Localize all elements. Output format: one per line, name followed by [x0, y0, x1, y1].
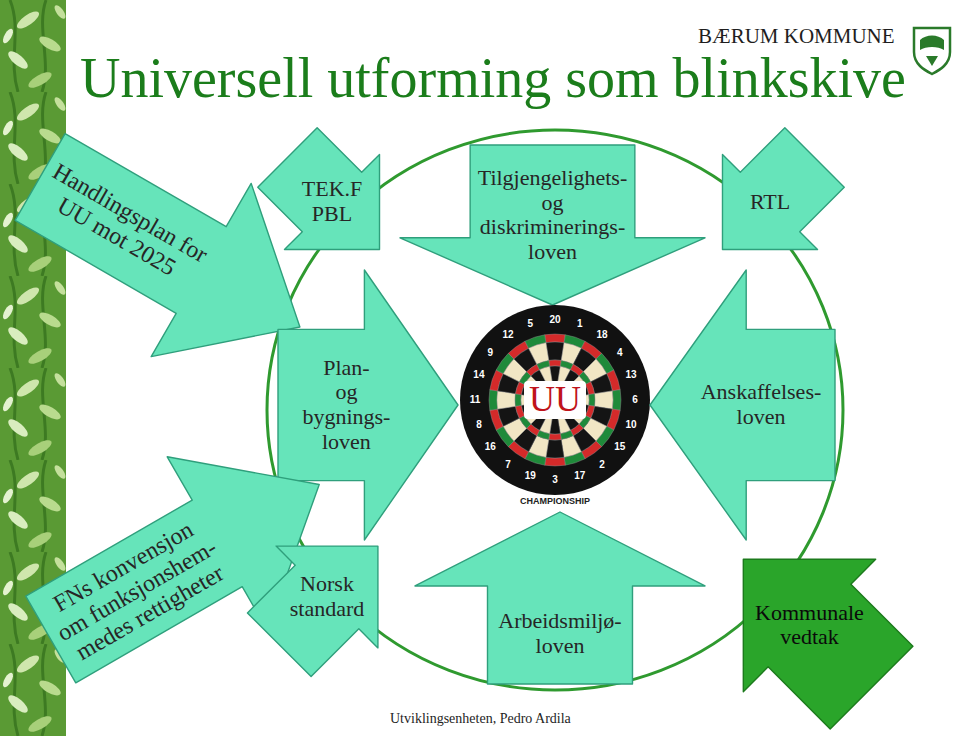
- dart-number: 7: [505, 460, 511, 470]
- dart-number: 8: [476, 420, 482, 430]
- arrow-text: Plan- og bygnings- loven: [282, 356, 412, 455]
- arrow-text: Arbeidsmiljø- loven: [490, 609, 629, 658]
- double-ring: [545, 334, 566, 343]
- double-ring: [545, 457, 566, 466]
- board-brand: CHAMPIONSHIP: [520, 497, 590, 506]
- arrow-box: Anskaffelses- loven: [650, 270, 835, 540]
- dart-number: 5: [527, 319, 533, 329]
- arrow-outline: [675, 110, 862, 297]
- arrow-text-area: TEK.F PBL: [290, 163, 374, 241]
- dartboard: UU 20 1 18 4 13 6 10 15 2 17 3 19 7 16 8 11 14 9 12 5: [460, 305, 650, 495]
- arrow-box: Norsk standard: [252, 522, 402, 672]
- arrow-box: TEK.F PBL: [262, 132, 402, 272]
- arrow-text: Kommunale vedtak: [747, 601, 872, 650]
- outer-single: [497, 391, 515, 409]
- arrow-outline: [415, 512, 705, 684]
- treble-ring: [515, 394, 521, 407]
- arrow-text: RTL: [750, 190, 790, 215]
- dart-number: 18: [596, 330, 607, 340]
- arrow-text-area: Arbeidsmiljø- loven: [490, 588, 629, 681]
- treble-ring: [549, 434, 562, 440]
- arrow-outline: [650, 270, 835, 540]
- dart-number: 13: [626, 370, 637, 380]
- municipal-shield: [914, 28, 950, 74]
- outer-single: [595, 391, 613, 409]
- double-ring: [489, 390, 498, 411]
- arrow-box: Kommunale vedtak: [712, 528, 907, 723]
- arrow-text-area: RTL: [728, 163, 812, 241]
- arrow-outline: [240, 110, 427, 297]
- arrow-outline: [228, 495, 428, 695]
- board-text: UU: [524, 381, 586, 419]
- arrow-outline: [677, 493, 938, 736]
- arrow-outline: [400, 145, 705, 305]
- arrow-text-area: Kommunale vedtak: [747, 571, 872, 680]
- dart-number: 6: [632, 395, 638, 405]
- arrow-text: Norsk standard: [279, 572, 375, 621]
- dart-number: 1: [577, 319, 583, 329]
- dart-number: 11: [470, 395, 481, 405]
- dart-number: 17: [574, 471, 585, 481]
- treble-ring: [549, 360, 562, 366]
- dart-number: 4: [617, 348, 623, 358]
- outer-single: [546, 440, 564, 458]
- dart-number: 14: [473, 370, 484, 380]
- arrow-text-area: Anskaffelses- loven: [691, 332, 832, 478]
- arrow-text-area: Tilgjengelighets- og diskriminerings- lo…: [446, 150, 660, 281]
- arrow-box: RTL: [700, 132, 840, 272]
- double-ring: [612, 390, 621, 411]
- arrow-text-area: Norsk standard: [279, 555, 375, 639]
- arrow-text: TEK.F PBL: [290, 177, 374, 226]
- dart-number: 12: [502, 330, 513, 340]
- municipality-logo: BÆRUM KOMMUNE: [698, 24, 895, 49]
- slide-title: Universell utforming som blinkskive: [80, 50, 906, 106]
- board-center: UU: [460, 305, 650, 495]
- arrow-text: Tilgjengelighets- og diskriminerings- lo…: [446, 166, 660, 265]
- dart-number: 10: [626, 420, 637, 430]
- arrow-text: Anskaffelses- loven: [691, 380, 832, 429]
- arrow-shape: [415, 512, 705, 684]
- arrow-box: Tilgjengelighets- og diskriminerings- lo…: [400, 145, 705, 305]
- dart-number: 2: [599, 460, 605, 470]
- dart-number: 19: [525, 471, 536, 481]
- arrow-text: Handlingsplan for UU mot 2025: [34, 158, 212, 292]
- treble-ring: [589, 394, 595, 407]
- board-rim: [460, 305, 650, 495]
- dart-number: 16: [485, 442, 496, 452]
- outer-single: [546, 342, 564, 360]
- dart-number: 20: [549, 315, 560, 325]
- dart-number: 15: [614, 442, 625, 452]
- arrow-text-area: Plan- og bygnings- loven: [282, 332, 412, 478]
- footer-credit: Utviklingsenheten, Pedro Ardila: [390, 711, 571, 727]
- dart-number: 9: [487, 348, 493, 358]
- arrow-box: Arbeidsmiljø- loven: [415, 512, 705, 684]
- dart-number: 3: [552, 475, 558, 485]
